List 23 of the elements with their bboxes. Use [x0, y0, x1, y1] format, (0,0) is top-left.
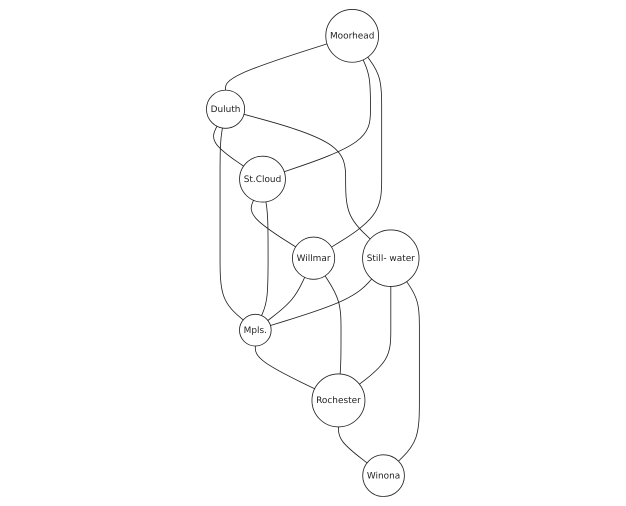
connector [398, 281, 420, 462]
connector [225, 43, 328, 91]
connector [331, 56, 382, 248]
node-circle: Still- water [362, 230, 420, 287]
connector [270, 278, 372, 326]
node-circle: Winona [362, 454, 405, 497]
connector [284, 59, 371, 172]
connector [254, 346, 316, 390]
node-circle: Duluth [206, 90, 246, 129]
connector [324, 276, 342, 374]
node-circle: Mpls. [239, 314, 272, 346]
connector [359, 286, 392, 385]
connector [220, 128, 244, 320]
node-circle: St.Cloud [239, 156, 286, 202]
connector [268, 276, 306, 321]
connector [338, 426, 368, 464]
node-circle: Rochester [312, 374, 366, 428]
connector [261, 201, 269, 316]
node-circle: Willmar [292, 236, 336, 280]
connector [250, 200, 296, 248]
connector [244, 114, 371, 240]
node-circle: Moorhead [325, 9, 380, 63]
connector [213, 126, 244, 167]
